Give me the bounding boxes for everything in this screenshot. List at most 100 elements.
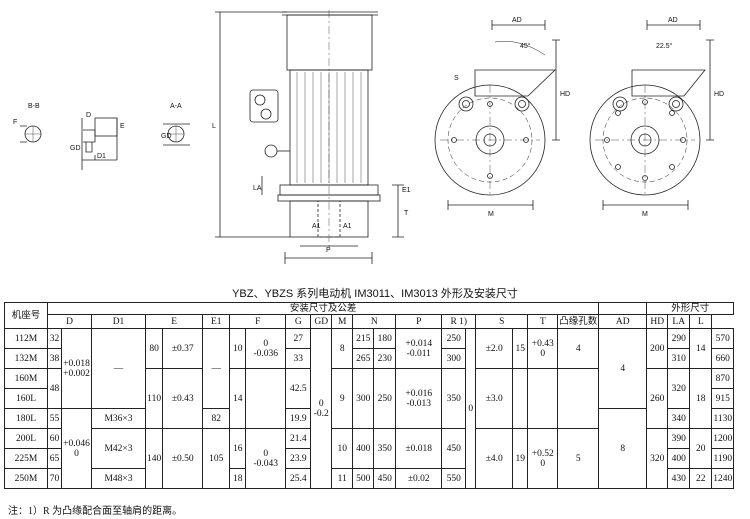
l-cell: 1200 (711, 428, 735, 449)
header-AD: AD (598, 314, 648, 329)
frame-cell: 180L (4, 408, 48, 429)
l-cell: 870 (711, 368, 735, 389)
n-cell: 180 (373, 328, 397, 349)
t-cell: 4 (557, 328, 600, 369)
table-title: YBZ、YBZS 系列电动机 IM3011、IM3013 外形及安装尺寸 (232, 288, 518, 300)
header-LA: LA (667, 314, 691, 329)
d1-cell: M48×3 (91, 468, 146, 489)
header-frame: 机座号 (4, 302, 48, 329)
r-tol-cell: ±2.0 (475, 328, 514, 369)
label-d: D (86, 112, 91, 119)
f-tol-empty (245, 368, 287, 429)
d1-cell: — (91, 328, 146, 409)
header-HD: HD (646, 314, 669, 329)
n-cell: 450 (373, 468, 397, 489)
p-cell: 250 (441, 328, 467, 349)
e-cell: 140 (144, 428, 164, 489)
hd-cell: 310 (667, 348, 691, 369)
f-tol-cell: 0-0.043 (245, 428, 287, 489)
g-cell: 25.4 (285, 468, 312, 489)
la-cell: 18 (689, 368, 713, 429)
header-M: M (331, 314, 354, 329)
motor-end-view-right (589, 20, 714, 210)
hd-cell: 400 (667, 448, 691, 469)
t-cell: 5 (557, 428, 600, 489)
g-cell: 19.9 (285, 408, 312, 429)
d-cell: 32 (47, 328, 62, 349)
label-bb: B-B (28, 103, 40, 110)
dimension-table: 机座号 安装尺寸及公差 外形尺寸 D D1 E E1 F G GD M N P … (4, 302, 735, 489)
frame-cell: 132M (4, 348, 48, 369)
header-F: F (229, 314, 287, 329)
m-cell: 500 (352, 468, 375, 489)
hd-cell: 390 (667, 428, 691, 449)
d1-cell: M42×3 (91, 428, 146, 469)
m-cell: 400 (352, 428, 375, 469)
gd-cell: 8 (331, 328, 354, 369)
label-angle-225: 22.5° (656, 42, 673, 50)
table-row: 200L 60 M42×3 140 ±0.50 105 16 0-0.043 2… (4, 428, 735, 489)
g-cell: 21.4 (285, 428, 312, 449)
ad-cell: 200 (646, 328, 669, 369)
label-aa: A-A (170, 103, 182, 110)
e-tol-cell: ±0.43 (162, 368, 204, 429)
n-tol-cell: +0.016-0.013 (395, 368, 443, 429)
d-cell: 48 (47, 368, 62, 409)
e1-cell: 105 (202, 428, 231, 489)
label-s: S (454, 75, 459, 82)
e-cell: 80 (144, 328, 164, 369)
hd-cell: 340 (667, 408, 691, 429)
label-e1: E1 (402, 187, 411, 194)
shaft-detail (94, 117, 118, 137)
label-ad-left: AD (512, 17, 522, 24)
l-cell: 660 (711, 348, 735, 369)
n-tol-cell: ±0.02 (395, 468, 443, 489)
label-la: LA (253, 185, 262, 192)
t-empty (557, 368, 600, 429)
header-S: S (475, 314, 529, 329)
n-tol-cell: +0.014-0.011 (395, 328, 443, 369)
holes-cell: 8 (598, 408, 648, 489)
p-cell: 350 (441, 368, 467, 429)
frame-cell: 225M (4, 448, 48, 469)
p-cell: 550 (441, 468, 467, 489)
label-gd2: GD (161, 133, 172, 140)
header-G: G (285, 314, 312, 329)
motor-side-view (215, 10, 404, 264)
hd-cell: 320 (667, 368, 691, 409)
l-cell: 1240 (711, 468, 735, 489)
label-l: L (212, 123, 216, 130)
table-row: 160M 48 110 ±0.43 14 42.5 9 300 250 +0.0… (4, 368, 735, 429)
d-cell: 38 (47, 348, 62, 369)
footnote: 注：1）R 为凸缘配合面至轴肩的距离。 (8, 506, 183, 517)
n-tol-cell: ±0.018 (395, 428, 443, 469)
gd-cell: 11 (331, 468, 354, 489)
g-cell: 33 (285, 348, 312, 369)
m-cell: 300 (352, 368, 375, 429)
la-cell: 22 (689, 468, 713, 489)
header-D1: D1 (91, 314, 146, 329)
label-d1: D1 (97, 153, 106, 160)
frame-cell: 250M (4, 468, 48, 489)
header-install-group: 安装尺寸及公差 (46, 302, 600, 315)
label-e: E (120, 123, 125, 130)
d-cell: 65 (47, 448, 62, 469)
label-a2: A1 (343, 223, 352, 230)
ad-cell: 320 (646, 428, 669, 489)
drawing-svg: B-B F D E D1 GD A-A GD L LA T E1 P A1 A1… (13, 10, 724, 264)
header-L: L (689, 314, 713, 329)
d1-cell: M36×3 (91, 408, 146, 429)
header-holes-spacer (598, 302, 648, 315)
la-cell: 14 (689, 328, 713, 369)
table-row: 132M 38 33 265 230 300 310 660 (4, 348, 735, 369)
frame-cell: 160L (4, 388, 48, 409)
label-ad-right: AD (668, 17, 678, 24)
header-R: R 1) (441, 314, 477, 329)
ad-cell: 260 (646, 368, 669, 429)
header-E1: E1 (202, 314, 231, 329)
r-tol-cell: ±4.0 (475, 428, 514, 489)
s-cell: 19 (512, 428, 529, 489)
